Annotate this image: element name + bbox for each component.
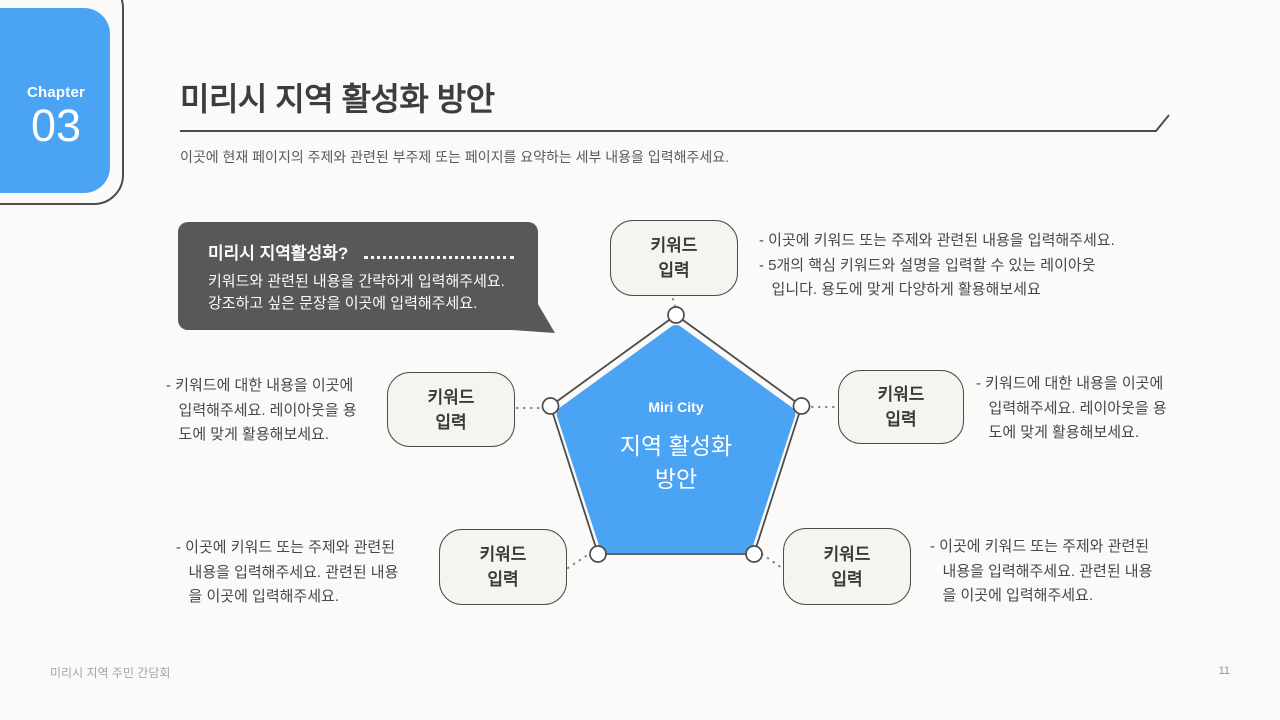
pentagon-outer (549, 314, 803, 555)
vertex-circle-bottom-right (745, 545, 763, 563)
vertex-circle-right (792, 397, 811, 415)
keyword-label: 키워드 입력 (479, 545, 527, 589)
pentagon-subtitle: Miri City (648, 399, 704, 415)
keyword-label: 키워드 입력 (823, 544, 871, 589)
connector-bottom-left (566, 552, 591, 570)
page-title: 미리시 지역 활성화 방안 (180, 81, 495, 117)
pentagon-inner (556, 325, 796, 553)
vertex-circle-top (667, 306, 685, 324)
speech-bubble-body: 키워드와 관련된 내용을 간략하게 입력해주세요. 강조하고 싶은 문장을 이곳… (208, 273, 505, 312)
title-underline (180, 114, 1170, 132)
chapter-number: 03 (30, 100, 82, 151)
chapter-tab (0, 8, 110, 193)
chapter-tab-outline (0, 0, 124, 205)
keyword-box-bottom-left: 키워드 입력 (439, 529, 567, 605)
connector-bottom-right (760, 552, 784, 570)
keyword-label: 키워드 입력 (877, 385, 925, 429)
vertex-circle-bottom-left (589, 545, 607, 563)
chapter-label: Chapter (26, 84, 86, 101)
pentagon-title: 지역 활성화 방안 (619, 433, 733, 492)
keyword-label: 키워드 입력 (427, 387, 475, 432)
connector-top (671, 297, 677, 308)
note-bottom-right: - 이곳에 키워드 또는 주제와 관련된 내용을 입력해주세요. 관련된 내용 … (930, 538, 1153, 604)
note-left: - 키워드에 대한 내용을 이곳에 입력해주세요. 레이아웃을 용 도에 맞게 … (166, 377, 357, 443)
note-right: - 키워드에 대한 내용을 이곳에 입력해주세요. 레이아웃을 용 도에 맞게 … (976, 375, 1167, 441)
chapter-text: Chapter 03 (0, 84, 112, 149)
dotted-leader (364, 256, 514, 259)
note-top-right: - 이곳에 키워드 또는 주제와 관련된 내용을 입력해주세요. - 5개의 핵… (759, 232, 1115, 298)
page-subtitle: 이곳에 현재 페이지의 주제와 관련된 부주제 또는 페이지를 요약하는 세부 … (180, 149, 729, 165)
vertex-circle-left (541, 397, 560, 415)
speech-bubble: 미리시 지역활성화? 키워드와 관련된 내용을 간략하게 입력해주세요. 강조하… (178, 222, 538, 330)
keyword-box-right: 키워드 입력 (838, 370, 964, 444)
keyword-box-top: 키워드 입력 (610, 220, 738, 296)
keyword-label: 키워드 입력 (650, 236, 698, 280)
speech-bubble-title: 미리시 지역활성화? (208, 244, 349, 263)
keyword-box-bottom-right: 키워드 입력 (783, 528, 911, 605)
page-number: 11 (1218, 665, 1230, 677)
footer-left: 미리시 지역 주민 간담회 (50, 666, 171, 680)
note-bottom-left: - 이곳에 키워드 또는 주제와 관련된 내용을 입력해주세요. 관련된 내용 … (176, 539, 399, 605)
keyword-box-left: 키워드 입력 (387, 372, 515, 447)
